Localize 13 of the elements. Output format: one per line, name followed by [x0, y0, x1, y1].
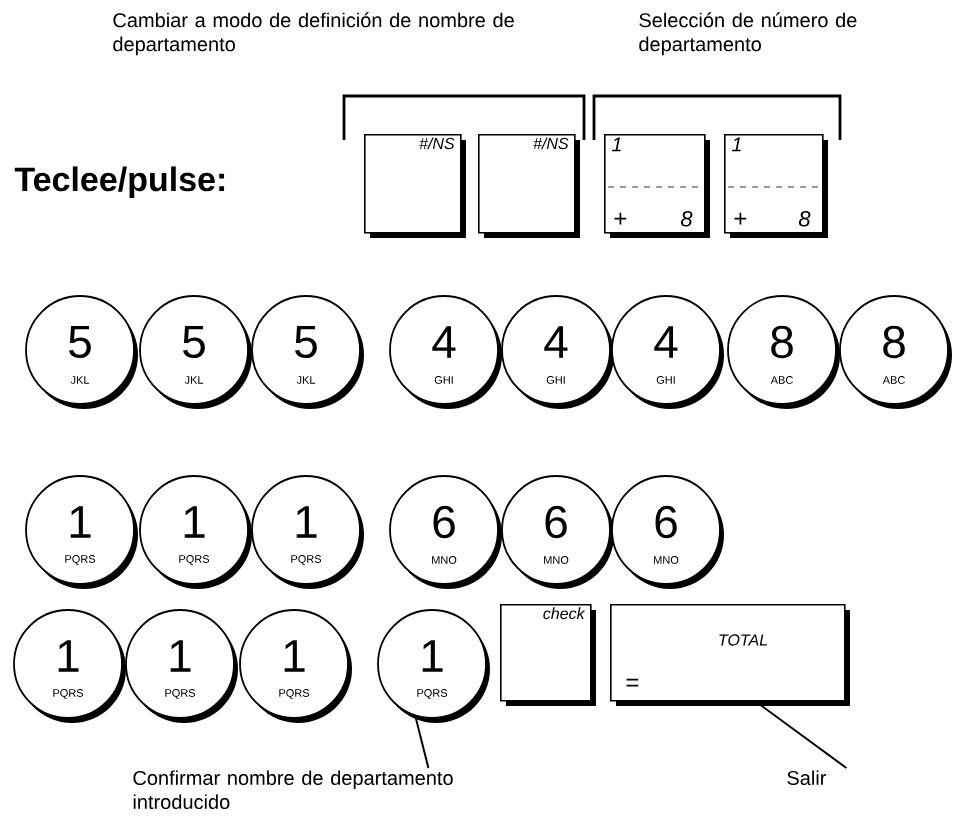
key: #/NS	[478, 134, 580, 238]
heading-text: Selección de número de departamento	[639, 12, 857, 56]
instruction-text: Teclee/pulse:	[14, 166, 225, 199]
key: 1 + 8	[604, 134, 710, 238]
caption-text: Confirmar nombre de departamento introducido	[133, 770, 453, 810]
key: check	[500, 604, 596, 706]
key: = TOTAL	[610, 604, 850, 706]
heading-text: Cambiar a modo de definición de nombre de departamento	[113, 12, 514, 56]
key: 1 + 8	[724, 134, 828, 238]
leader-line	[754, 700, 848, 769]
key: #/NS	[364, 134, 466, 238]
caption-text: Salir	[787, 770, 827, 786]
leader-line	[415, 717, 430, 769]
